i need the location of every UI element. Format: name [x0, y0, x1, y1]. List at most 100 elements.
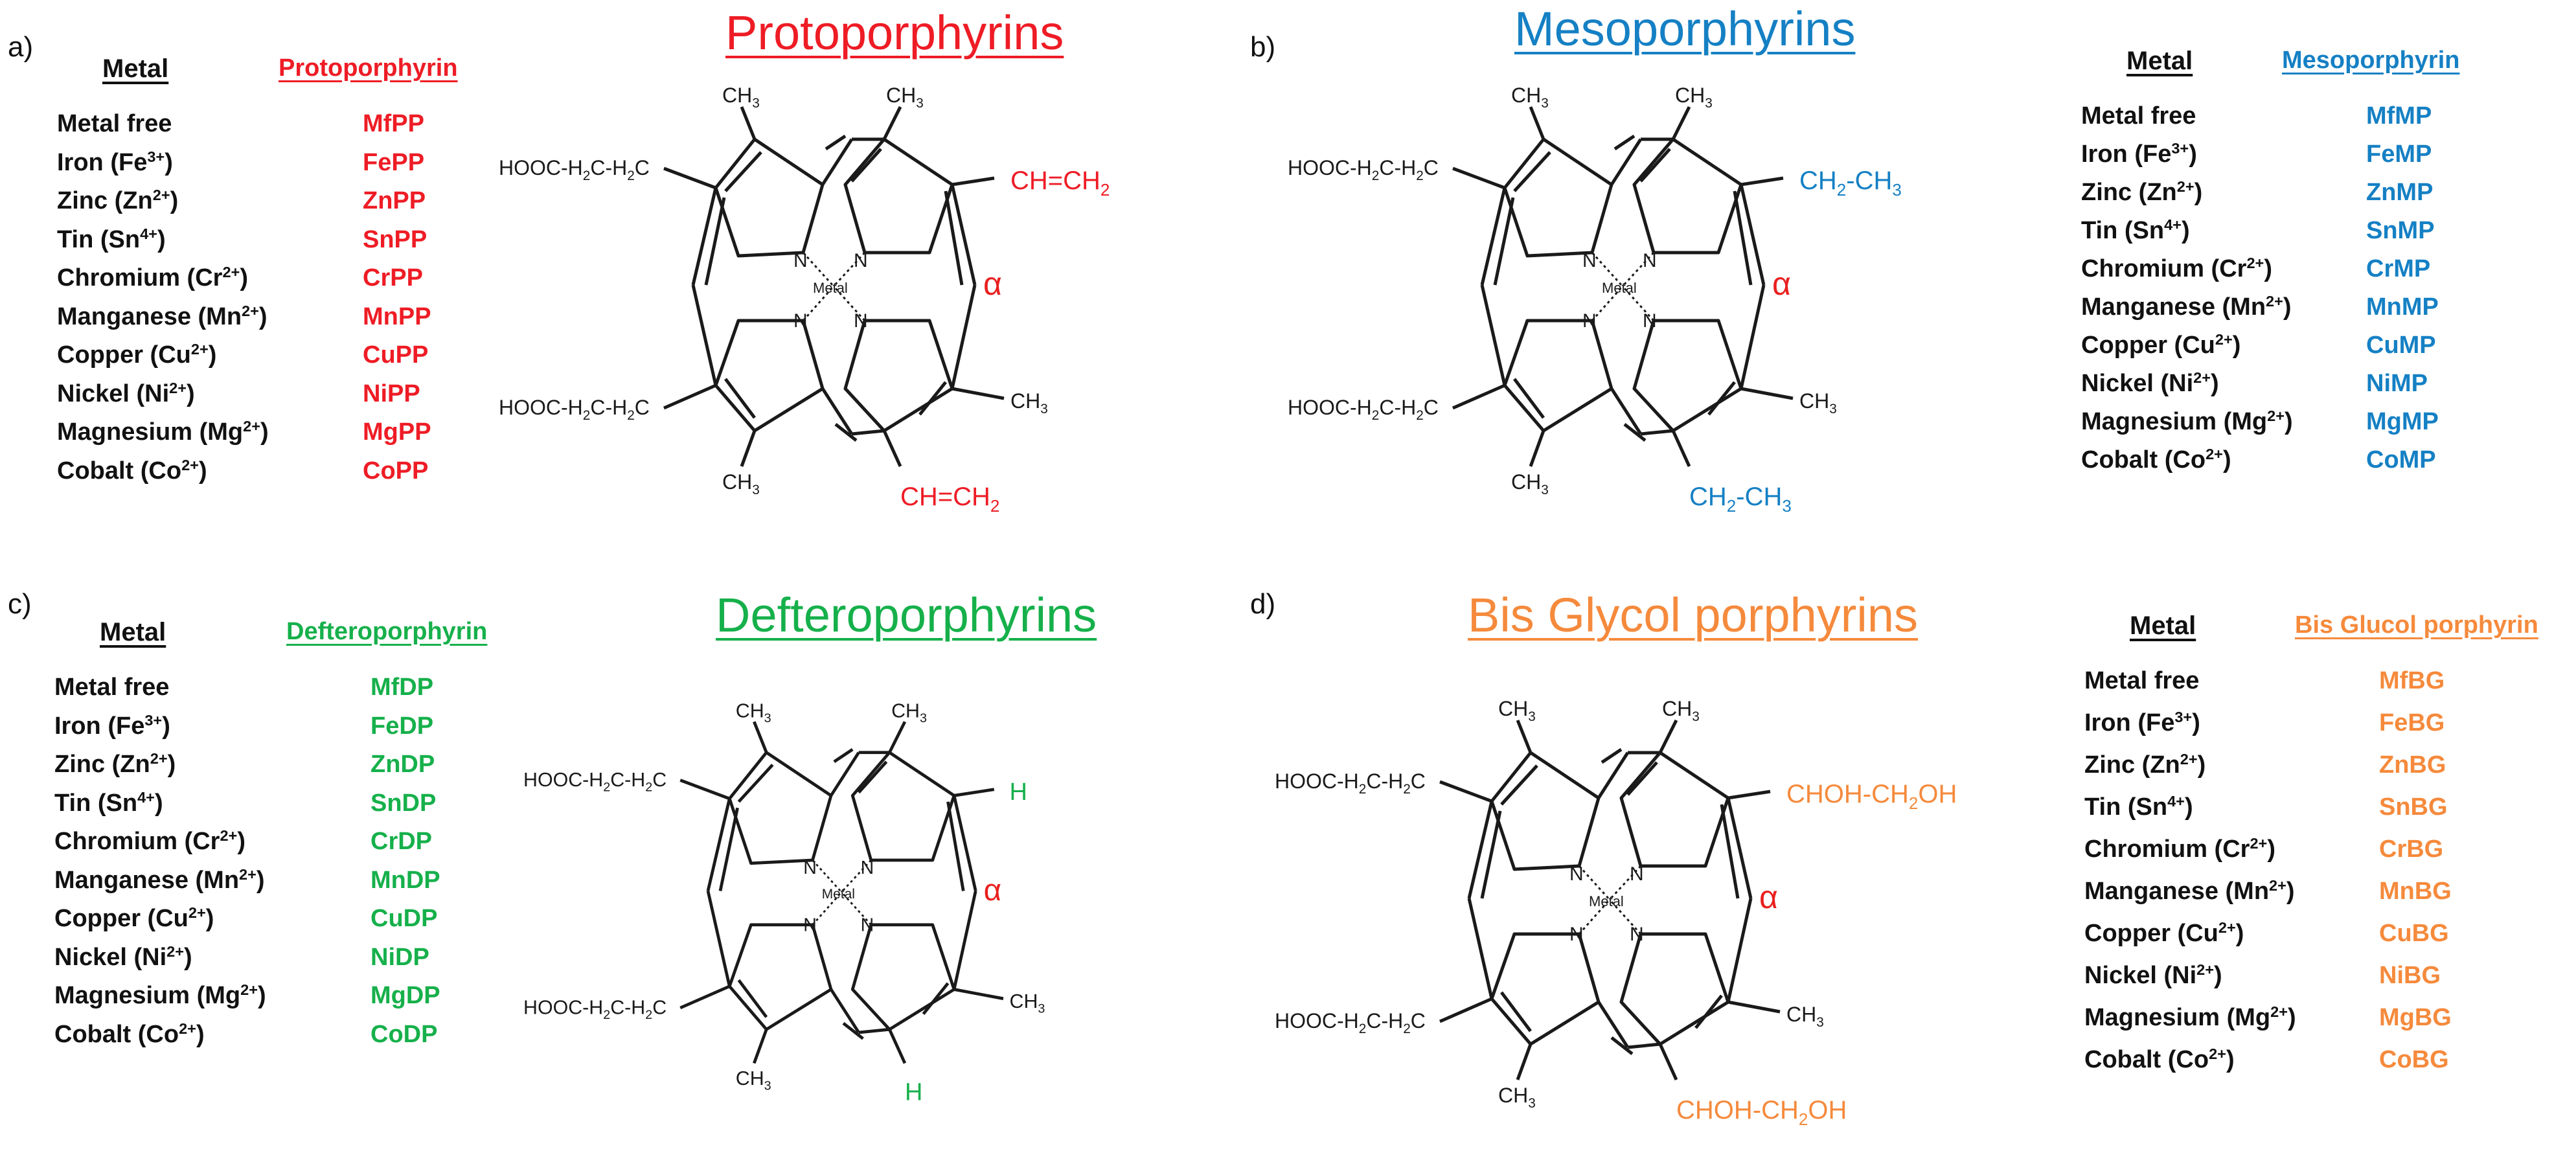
oxidation-state: 3+ — [2174, 709, 2193, 726]
metal-name: Manganese (Mn — [57, 302, 242, 330]
close-paren: ) — [167, 751, 176, 778]
oxidation-state: 2+ — [150, 750, 168, 768]
pyrrole-ring — [843, 137, 954, 255]
close-paren: ) — [2283, 293, 2292, 321]
formula-part: C-H — [590, 396, 627, 419]
close-paren: ) — [198, 457, 207, 484]
oxidation-state: 2+ — [2193, 369, 2211, 387]
propionic-acid-label: HOOC-H2C-H2C — [1275, 769, 1426, 797]
metal-row-name: Iron (Fe3+) — [54, 712, 170, 740]
bond — [1726, 797, 1753, 899]
bond — [825, 134, 847, 151]
compound-abbreviation: NiBG — [2379, 962, 2441, 989]
compound-abbreviation: MgBG — [2379, 1004, 2452, 1031]
oxidation-state: 2+ — [2180, 751, 2198, 768]
bond — [753, 1029, 768, 1064]
coordination-bond — [812, 891, 843, 926]
close-paren: ) — [2235, 920, 2244, 947]
bond — [1467, 801, 1494, 899]
metal-row-name: Chromium (Cr2+) — [2084, 835, 2275, 863]
alpha-position-label: α — [983, 266, 1002, 302]
formula-part: 2 — [645, 781, 652, 795]
substituent-bottom-label: CHOH-CH2OH — [1676, 1096, 1847, 1129]
formula-part: C-H — [1379, 396, 1416, 419]
bond — [1516, 1043, 1533, 1080]
pyrrole-ring — [1632, 137, 1743, 255]
formula-part: 3 — [916, 96, 924, 111]
oxidation-state: 4+ — [2164, 216, 2182, 234]
formula-part: HOOC-H — [523, 769, 603, 791]
metal-column-header: Metal — [102, 54, 169, 83]
bond — [704, 197, 726, 286]
metal-name: Cobalt (Co — [54, 1020, 179, 1048]
metal-row-name: Zinc (Zn2+) — [2081, 178, 2202, 207]
panel-title: Protoporphyrins — [725, 6, 1064, 60]
bond — [1740, 387, 1794, 400]
bond — [1658, 719, 1678, 754]
metal-row-name: Cobalt (Co2+) — [54, 1020, 205, 1049]
panel-label: a) — [8, 31, 34, 63]
metal-row-name: Nickel (Ni2+) — [57, 380, 195, 408]
pyrrole-ring — [1490, 932, 1601, 1046]
formula-part: CH — [1010, 389, 1040, 413]
close-paren: ) — [2192, 709, 2200, 736]
metal-row-name: Metal free — [2084, 667, 2199, 695]
formula-part: 2 — [645, 1008, 652, 1022]
bond — [1500, 991, 1532, 1032]
formula-part: 3 — [1829, 402, 1837, 416]
coordination-bond — [1608, 898, 1642, 935]
bond — [1740, 176, 1784, 187]
formula-part: C — [635, 156, 650, 179]
close-paren: ) — [2232, 332, 2241, 359]
metal-name: Copper (Cu — [54, 905, 188, 932]
oxidation-state: 2+ — [222, 264, 240, 281]
metal-name: Tin (Sn — [2081, 217, 2165, 244]
bond — [1613, 134, 1636, 151]
formula-part: C — [652, 769, 667, 791]
metal-name: Metal free — [54, 674, 170, 701]
formula-part: 2 — [627, 168, 635, 183]
panel-label: b) — [1250, 31, 1276, 63]
methyl-label: CH3 — [1511, 470, 1549, 497]
formula-part: CH — [1498, 1084, 1528, 1107]
propionic-acid-label: HOOC-H2C-H2C — [523, 769, 667, 795]
close-paren: ) — [157, 225, 166, 253]
bond — [1739, 184, 1766, 286]
nitrogen-label: N — [854, 310, 868, 332]
bond — [1726, 898, 1753, 1003]
bond — [1627, 1042, 1661, 1049]
bond — [950, 284, 977, 389]
metal-column-header: Metal — [2126, 47, 2193, 75]
bond — [706, 798, 731, 892]
compound-abbreviation: NiPP — [363, 380, 420, 407]
metal-row-name: Tin (Sn4+) — [2081, 216, 2190, 245]
formula-part: OH — [1918, 780, 1957, 808]
compound-abbreviation: SnDP — [370, 789, 437, 817]
coordination-bond — [1578, 865, 1611, 901]
bond — [1597, 751, 1630, 799]
bond — [842, 1021, 864, 1040]
compound-abbreviation: CuPP — [363, 341, 429, 369]
bond — [753, 721, 768, 753]
bond — [1626, 761, 1658, 796]
metal-name: Iron (Fe — [57, 148, 148, 176]
methyl-label: CH3 — [1675, 84, 1713, 111]
formula-part: HOOC-H — [523, 997, 603, 1019]
formula-part: CH — [886, 84, 916, 107]
bond — [952, 387, 1005, 400]
porphyrin-skeleton — [679, 721, 1004, 1064]
oxidation-state: 2+ — [169, 379, 187, 396]
formula-part: 2 — [1403, 782, 1411, 797]
coordination-bond — [1621, 251, 1655, 288]
formula-part: 2 — [1416, 168, 1424, 183]
close-paren: ) — [240, 264, 248, 291]
bond — [833, 748, 854, 763]
propionic-acid-label: HOOC-H2C-H2C — [1288, 396, 1439, 423]
substituent-right-label: CH2-CH3 — [1799, 166, 1902, 199]
metal-row-name: Manganese (Mn2+) — [57, 302, 268, 331]
close-paren: ) — [2286, 878, 2295, 905]
metal-name: Zinc (Zn — [2084, 751, 2180, 779]
formula-part: 2 — [1359, 1021, 1367, 1036]
metal-name: Metal free — [2081, 102, 2196, 130]
